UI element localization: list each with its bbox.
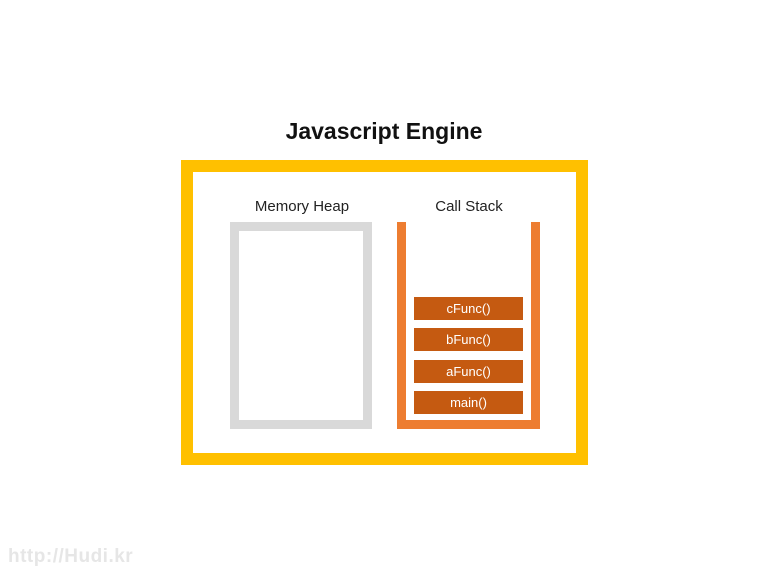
site-watermark: http://Hudi.kr [8,546,134,567]
stack-frame-afunc: aFunc() [414,360,523,383]
stack-frame-cfunc: cFunc() [414,297,523,320]
stack-frame-main: main() [414,391,523,414]
stack-frame-bfunc: bFunc() [414,328,523,351]
memory-heap-box [230,222,372,429]
diagram-title: Javascript Engine [285,118,483,144]
call-stack-label: Call Stack [435,198,503,215]
memory-heap-label: Memory Heap [254,198,350,215]
